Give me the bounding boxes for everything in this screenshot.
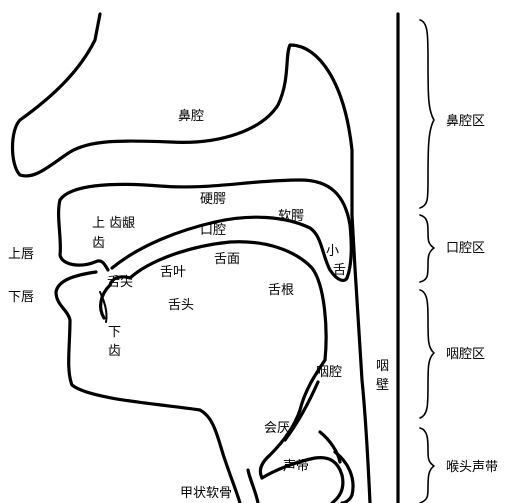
larynx-outline xyxy=(260,456,345,503)
label-tongue-root: 舌根 xyxy=(268,283,294,298)
label-oral-region: 口腔区 xyxy=(446,241,485,256)
label-lower-teeth-1: 下 xyxy=(108,325,121,340)
label-pharyngeal-wall-1: 咽 xyxy=(376,359,389,374)
vocal-fold-left xyxy=(318,430,342,464)
brace-pharyngeal xyxy=(419,289,435,419)
palate-lower-outline xyxy=(110,215,349,282)
label-tongue-blade: 舌叶 xyxy=(160,265,186,280)
label-tongue-tip: 舌尖 xyxy=(107,275,133,290)
lower-lip-outline xyxy=(54,270,242,503)
thyroid-outline xyxy=(246,468,260,503)
label-oral-cavity: 口腔 xyxy=(200,223,226,238)
label-laryngeal-region: 喉头声带 xyxy=(446,460,498,475)
label-uvula-1: 小 xyxy=(326,244,339,259)
label-hard-palate: 硬腭 xyxy=(200,192,226,207)
label-nasal-cavity: 鼻腔 xyxy=(178,108,204,124)
label-tongue-front: 舌面 xyxy=(214,252,240,267)
label-lower-lip: 下唇 xyxy=(8,290,34,305)
hard-palate-outline xyxy=(58,178,353,280)
label-tongue-body: 舌头 xyxy=(168,298,194,313)
brace-nasal xyxy=(419,19,435,209)
brace-laryngeal xyxy=(419,427,435,503)
label-pharyngeal-region: 咽腔区 xyxy=(446,347,485,362)
lower-teeth-outline xyxy=(99,291,108,323)
tongue-tip-outline xyxy=(99,283,112,320)
nasal-cavity-outline xyxy=(10,12,354,217)
label-pharyngeal-wall-2: 壁 xyxy=(376,378,389,393)
label-nasal-region: 鼻腔区 xyxy=(446,113,485,129)
label-lower-teeth-2: 齿 xyxy=(108,344,121,359)
label-alveolar-ridge: 上 齿龈 xyxy=(92,216,135,231)
epiglottis-flap xyxy=(283,380,320,442)
tongue-outline xyxy=(108,240,328,362)
label-uvula-2: 舌 xyxy=(333,263,346,278)
label-epiglottis: 会厌 xyxy=(264,421,290,436)
upper-lip-outline xyxy=(56,198,110,272)
label-soft-palate: 软腭 xyxy=(278,209,304,224)
label-upper-teeth: 齿 xyxy=(92,236,105,251)
pharyngeal-wall-outline xyxy=(350,213,372,503)
label-thyroid-cartilage: 甲状软骨 xyxy=(180,486,232,501)
label-vocal-cords: 声带 xyxy=(283,459,309,474)
vocal-fold-right xyxy=(333,450,355,503)
label-upper-lip: 上唇 xyxy=(8,247,34,262)
brace-oral xyxy=(419,214,435,283)
label-pharyngeal-cavity: 咽腔 xyxy=(316,365,342,380)
